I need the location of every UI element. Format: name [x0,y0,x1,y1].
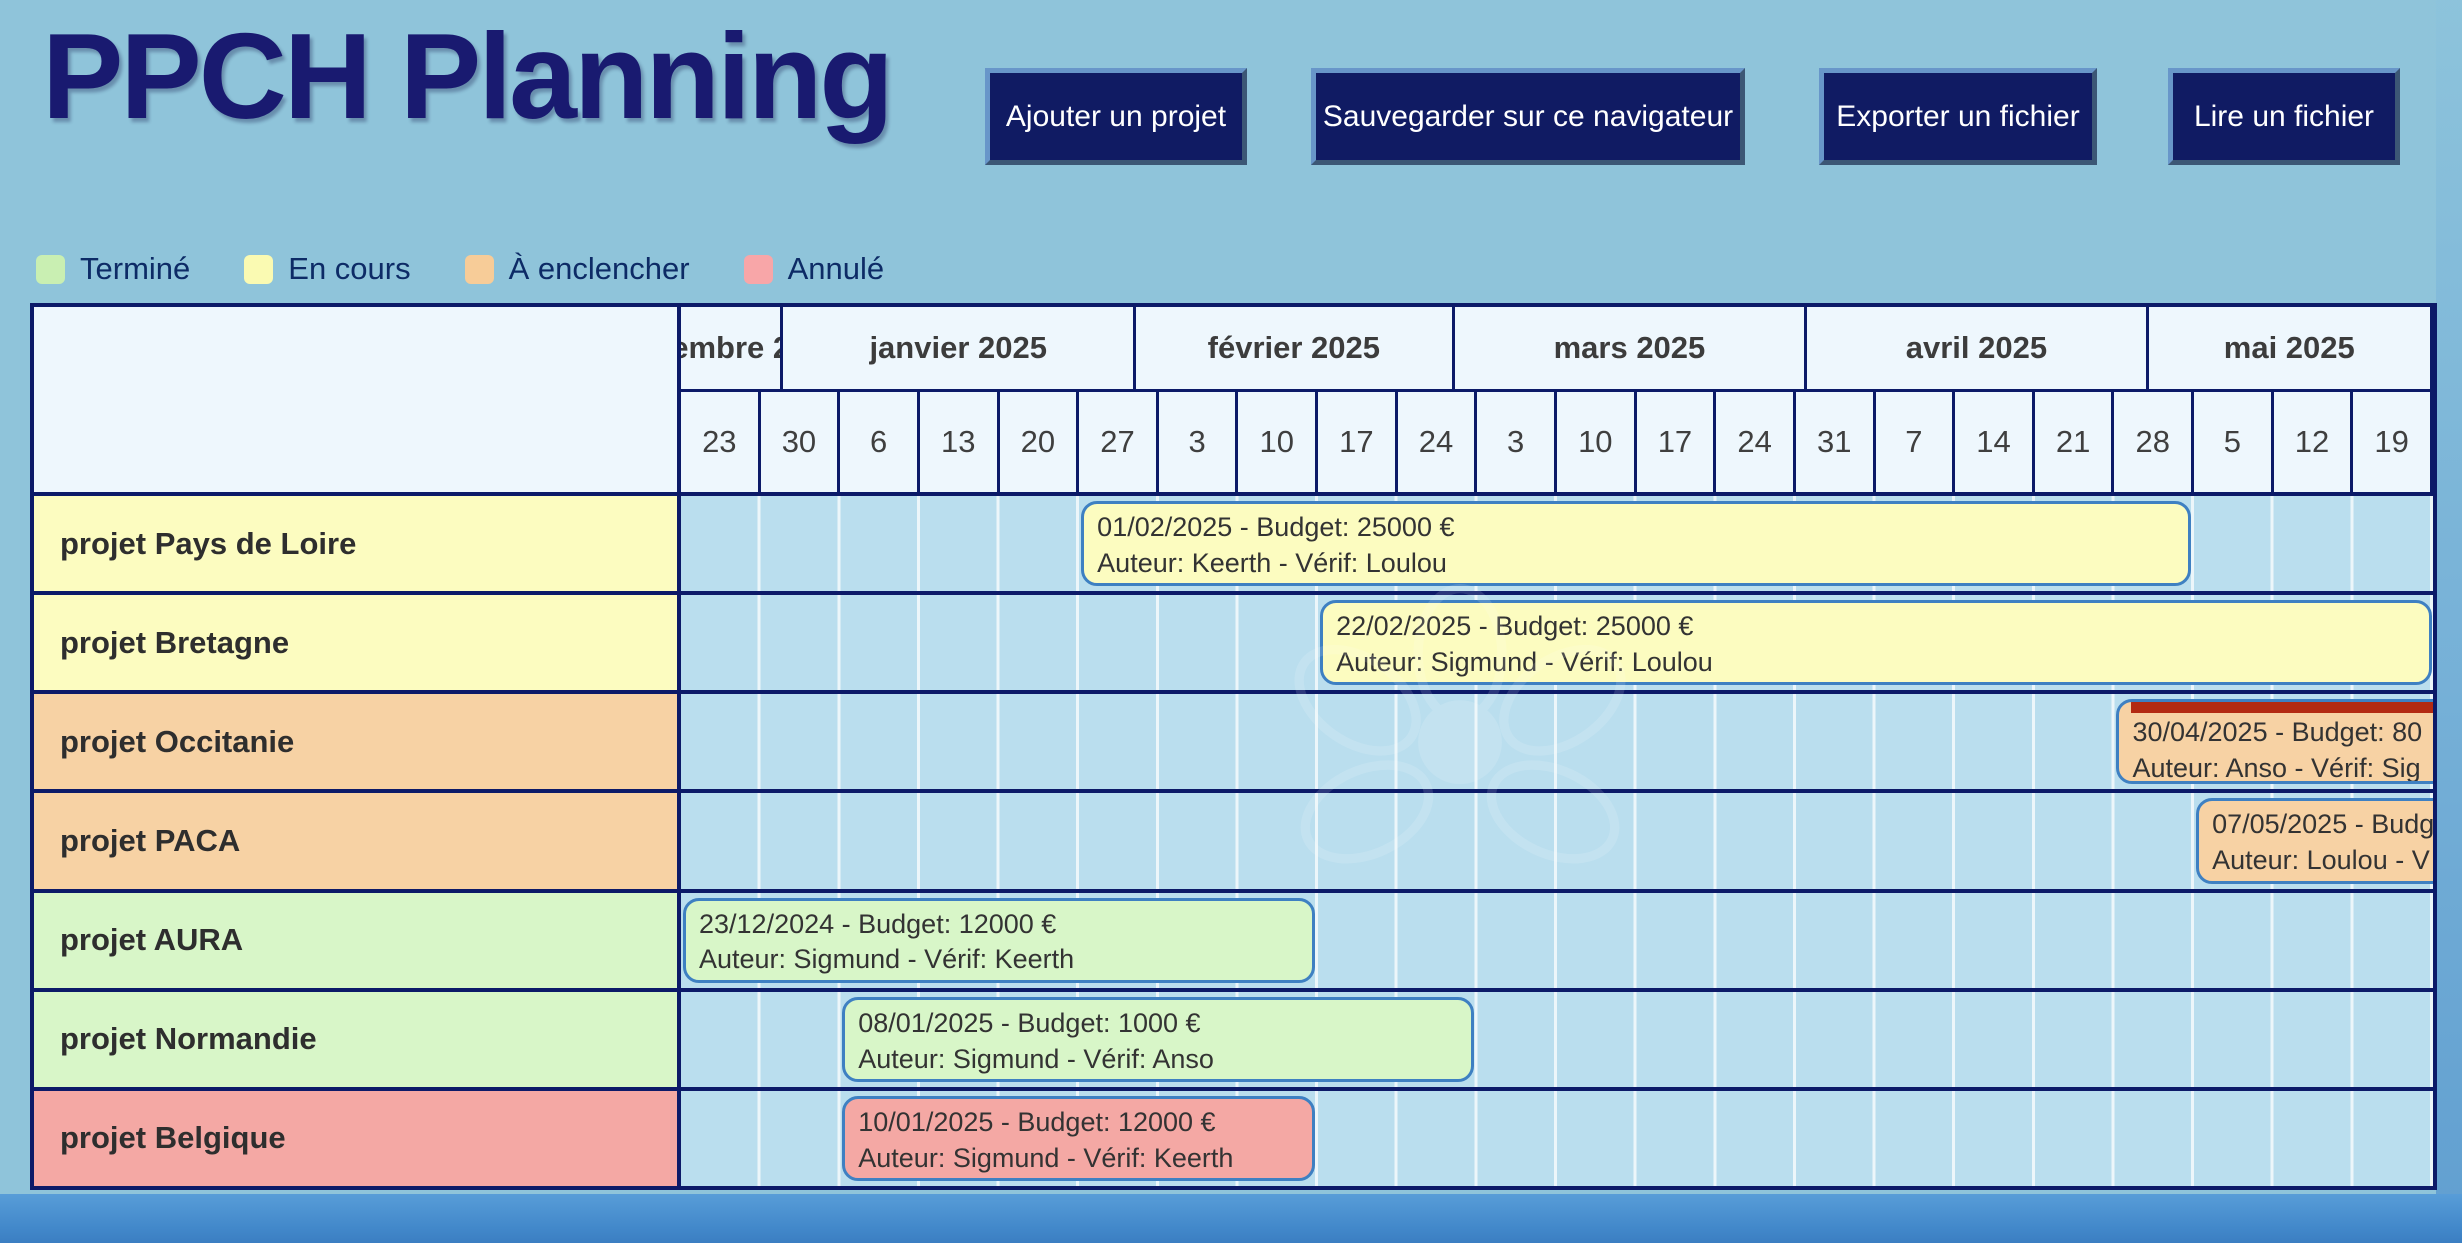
background-right-band [2436,0,2462,1243]
week-header-cell: 17 [1318,392,1398,492]
week-header-cell: 21 [2034,392,2115,492]
page-title: PPCH Planning [42,8,894,144]
bar-info-line2: Auteur: Keerth - Vérif: Loulou [1097,547,1447,578]
project-label: projet Bretagne [34,595,681,691]
bar-info-line2: Auteur: Anso - Vérif: Sig [2132,753,2421,784]
background-bottom-band [0,1194,2462,1243]
week-header-cell: 13 [919,392,1000,492]
month-header-cell: janvier 2025 [783,307,1137,389]
project-label: projet Belgique [34,1090,681,1186]
gantt-bar[interactable]: 08/01/2025 - Budget: 1000 € Auteur: Sigmu… [842,996,1475,1082]
week-header-cell: 27 [1079,392,1159,492]
bar-info-line1: 01/02/2025 - Budget: 25000 € [1097,512,1455,542]
export-file-button[interactable]: Exporter un fichier [1819,68,2097,165]
legend-label-in-progress: En cours [288,251,411,286]
bar-info-line2: Auteur: Sigmund - Vérif: Anso [858,1043,1214,1074]
gantt-bar[interactable]: 23/12/2024 - Budget: 12000 € Auteur: Sigm… [683,897,1316,983]
project-row: projet Normandie 08/01/2025 - Budget: 100… [34,987,2433,1087]
month-header-cell: février 2025 [1136,307,1455,389]
legend-item-to-start: À enclencher [464,251,690,287]
week-header-cell: 7 [1875,392,1956,492]
legend-label-to-start: À enclencher [508,251,690,286]
week-header-cell: 24 [1716,392,1796,492]
month-header-cell: mai 2025 [2148,307,2433,389]
project-label: projet Normandie [34,991,681,1087]
late-indicator-stripe [2131,702,2433,714]
legend-item-done: Terminé [36,251,190,287]
bar-info-line2: Auteur: Sigmund - Vérif: Loulou [1336,647,1713,678]
project-label: projet AURA [34,892,681,988]
bar-info-line2: Auteur: Sigmund - Vérif: Keerth [858,1142,1234,1173]
legend-item-cancelled: Annulé [743,251,885,287]
project-timeline: 10/01/2025 - Budget: 12000 € Auteur: Sigm… [681,1090,2433,1186]
bar-info-line2: Auteur: Sigmund - Vérif: Keerth [699,944,1075,975]
week-header-cell: 12 [2273,392,2354,492]
project-row: projet Belgique 10/01/2025 - Budget: 1200… [34,1086,2433,1186]
bar-info-line1: 23/12/2024 - Budget: 12000 € [699,908,1057,939]
week-header-cell: 3 [1158,392,1239,492]
week-header-cell: 6 [840,392,920,492]
legend-swatch-in-progress [244,254,274,284]
bar-info-line1: 30/04/2025 - Budget: 80 [2132,717,2423,748]
month-header-cell: mars 2025 [1454,307,1808,389]
week-header-cell: 20 [999,392,1080,492]
project-row: projet Occitanie 30/04/2025 - Budget: 80 A… [34,690,2433,790]
table-corner-cell [34,307,681,492]
status-legend: Terminé En cours À enclencher Annulé [36,251,884,287]
read-file-button[interactable]: Lire un fichier [2168,68,2400,165]
bar-info-line1: 07/05/2025 - Budg [2212,809,2433,840]
gantt-bar[interactable]: 10/01/2025 - Budget: 12000 € Auteur: Sigm… [842,1095,1316,1181]
week-header-cell: 30 [760,392,841,492]
month-header-cell: avril 2025 [1807,307,2149,389]
project-timeline: 30/04/2025 - Budget: 80 Auteur: Anso - Vé… [681,694,2433,790]
project-timeline: 22/02/2025 - Budget: 25000 € Auteur: Sigm… [681,595,2433,691]
month-header-cell: embre 2 [681,307,784,389]
bar-info-line1: 10/01/2025 - Budget: 12000 € [858,1106,1216,1137]
legend-swatch-done [36,254,65,284]
week-header-cell: 14 [1955,392,2035,492]
week-header-cell: 23 [681,392,761,492]
bar-info-line1: 08/01/2025 - Budget: 1000 € [858,1007,1201,1038]
legend-swatch-to-start [464,254,494,284]
gantt-bar[interactable]: 30/04/2025 - Budget: 80 Auteur: Anso - Vé… [2116,699,2433,785]
project-label: projet Occitanie [34,694,681,790]
project-row: projet Pays de Loire 01/02/2025 - Budget:… [34,492,2433,592]
week-header-cell: 3 [1477,392,1557,492]
week-header-cell: 17 [1636,392,1717,492]
bar-info-line1: 22/02/2025 - Budget: 25000 € [1336,611,1694,642]
project-timeline: 23/12/2024 - Budget: 12000 € Auteur: Sigm… [681,892,2433,988]
project-rows: projet Pays de Loire 01/02/2025 - Budget:… [34,492,2433,1186]
week-header-cell: 24 [1397,392,1478,492]
gantt-bar[interactable]: 01/02/2025 - Budget: 25000 € Auteur: Keer… [1081,501,2192,587]
add-project-button[interactable]: Ajouter un projet [985,68,1247,165]
project-label: projet Pays de Loire [34,496,681,592]
project-label: projet PACA [34,793,681,889]
project-timeline: 08/01/2025 - Budget: 1000 € Auteur: Sigmu… [681,991,2433,1087]
gantt-bar[interactable]: 22/02/2025 - Budget: 25000 € Auteur: Sigm… [1320,600,2432,686]
project-row: projet AURA 23/12/2024 - Budget: 12000 € A… [34,888,2433,988]
week-header-cell: 10 [1238,392,1319,492]
legend-label-done: Terminé [80,251,191,286]
week-header-cell: 5 [2194,392,2274,492]
week-header-cell: 10 [1557,392,1637,492]
week-header-cell: 28 [2114,392,2195,492]
project-row: projet Bretagne 22/02/2025 - Budget: 2500… [34,591,2433,691]
legend-label-cancelled: Annulé [787,251,885,286]
legend-swatch-cancelled [743,254,773,284]
legend-item-in-progress: En cours [244,251,411,287]
project-timeline: 01/02/2025 - Budget: 25000 € Auteur: Keer… [681,496,2433,592]
week-header-cell: 31 [1795,392,1876,492]
bar-info-line2: Auteur: Loulou - V [2212,845,2430,876]
save-browser-button[interactable]: Sauvegarder sur ce navigateur [1311,68,1745,165]
week-header-cell: 19 [2353,392,2433,492]
